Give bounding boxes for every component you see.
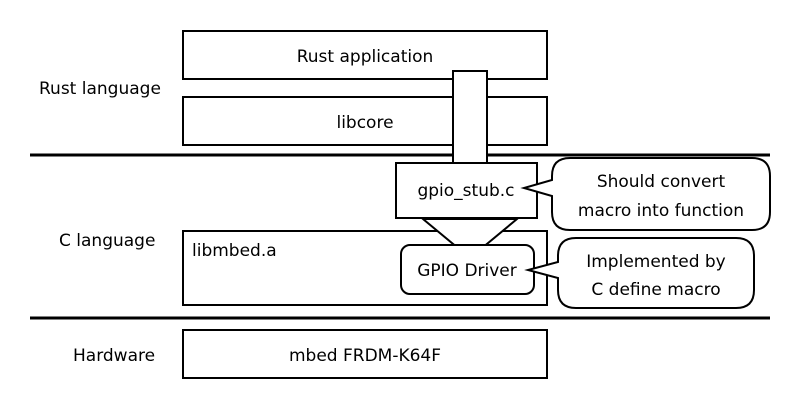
board-label: mbed FRDM-K64F [289, 346, 441, 366]
callout-driver-note-line2: C define macro [591, 280, 720, 300]
callout-driver-note [524, 237, 755, 309]
board-box [182, 329, 548, 379]
callout-stub-note [520, 157, 771, 231]
rust-application-box [182, 30, 548, 80]
callout-stub-note-line1: Should convert [597, 172, 726, 192]
libcore-label: libcore [336, 113, 393, 133]
gpio-stub-label: gpio_stub.c [417, 181, 514, 201]
layer-label-c: C language [59, 231, 155, 251]
gpio-driver-label: GPIO Driver [417, 261, 517, 281]
callout-stub-note-line2: macro into function [578, 201, 744, 221]
layer-label-rust: Rust language [39, 79, 161, 99]
rust-application-label: Rust application [297, 47, 434, 67]
callout-driver-note-line1: Implemented by [586, 252, 726, 272]
call-arrow-head [420, 218, 520, 260]
libmbed-label: libmbed.a [192, 241, 277, 261]
layer-label-hardware: Hardware [73, 346, 155, 366]
